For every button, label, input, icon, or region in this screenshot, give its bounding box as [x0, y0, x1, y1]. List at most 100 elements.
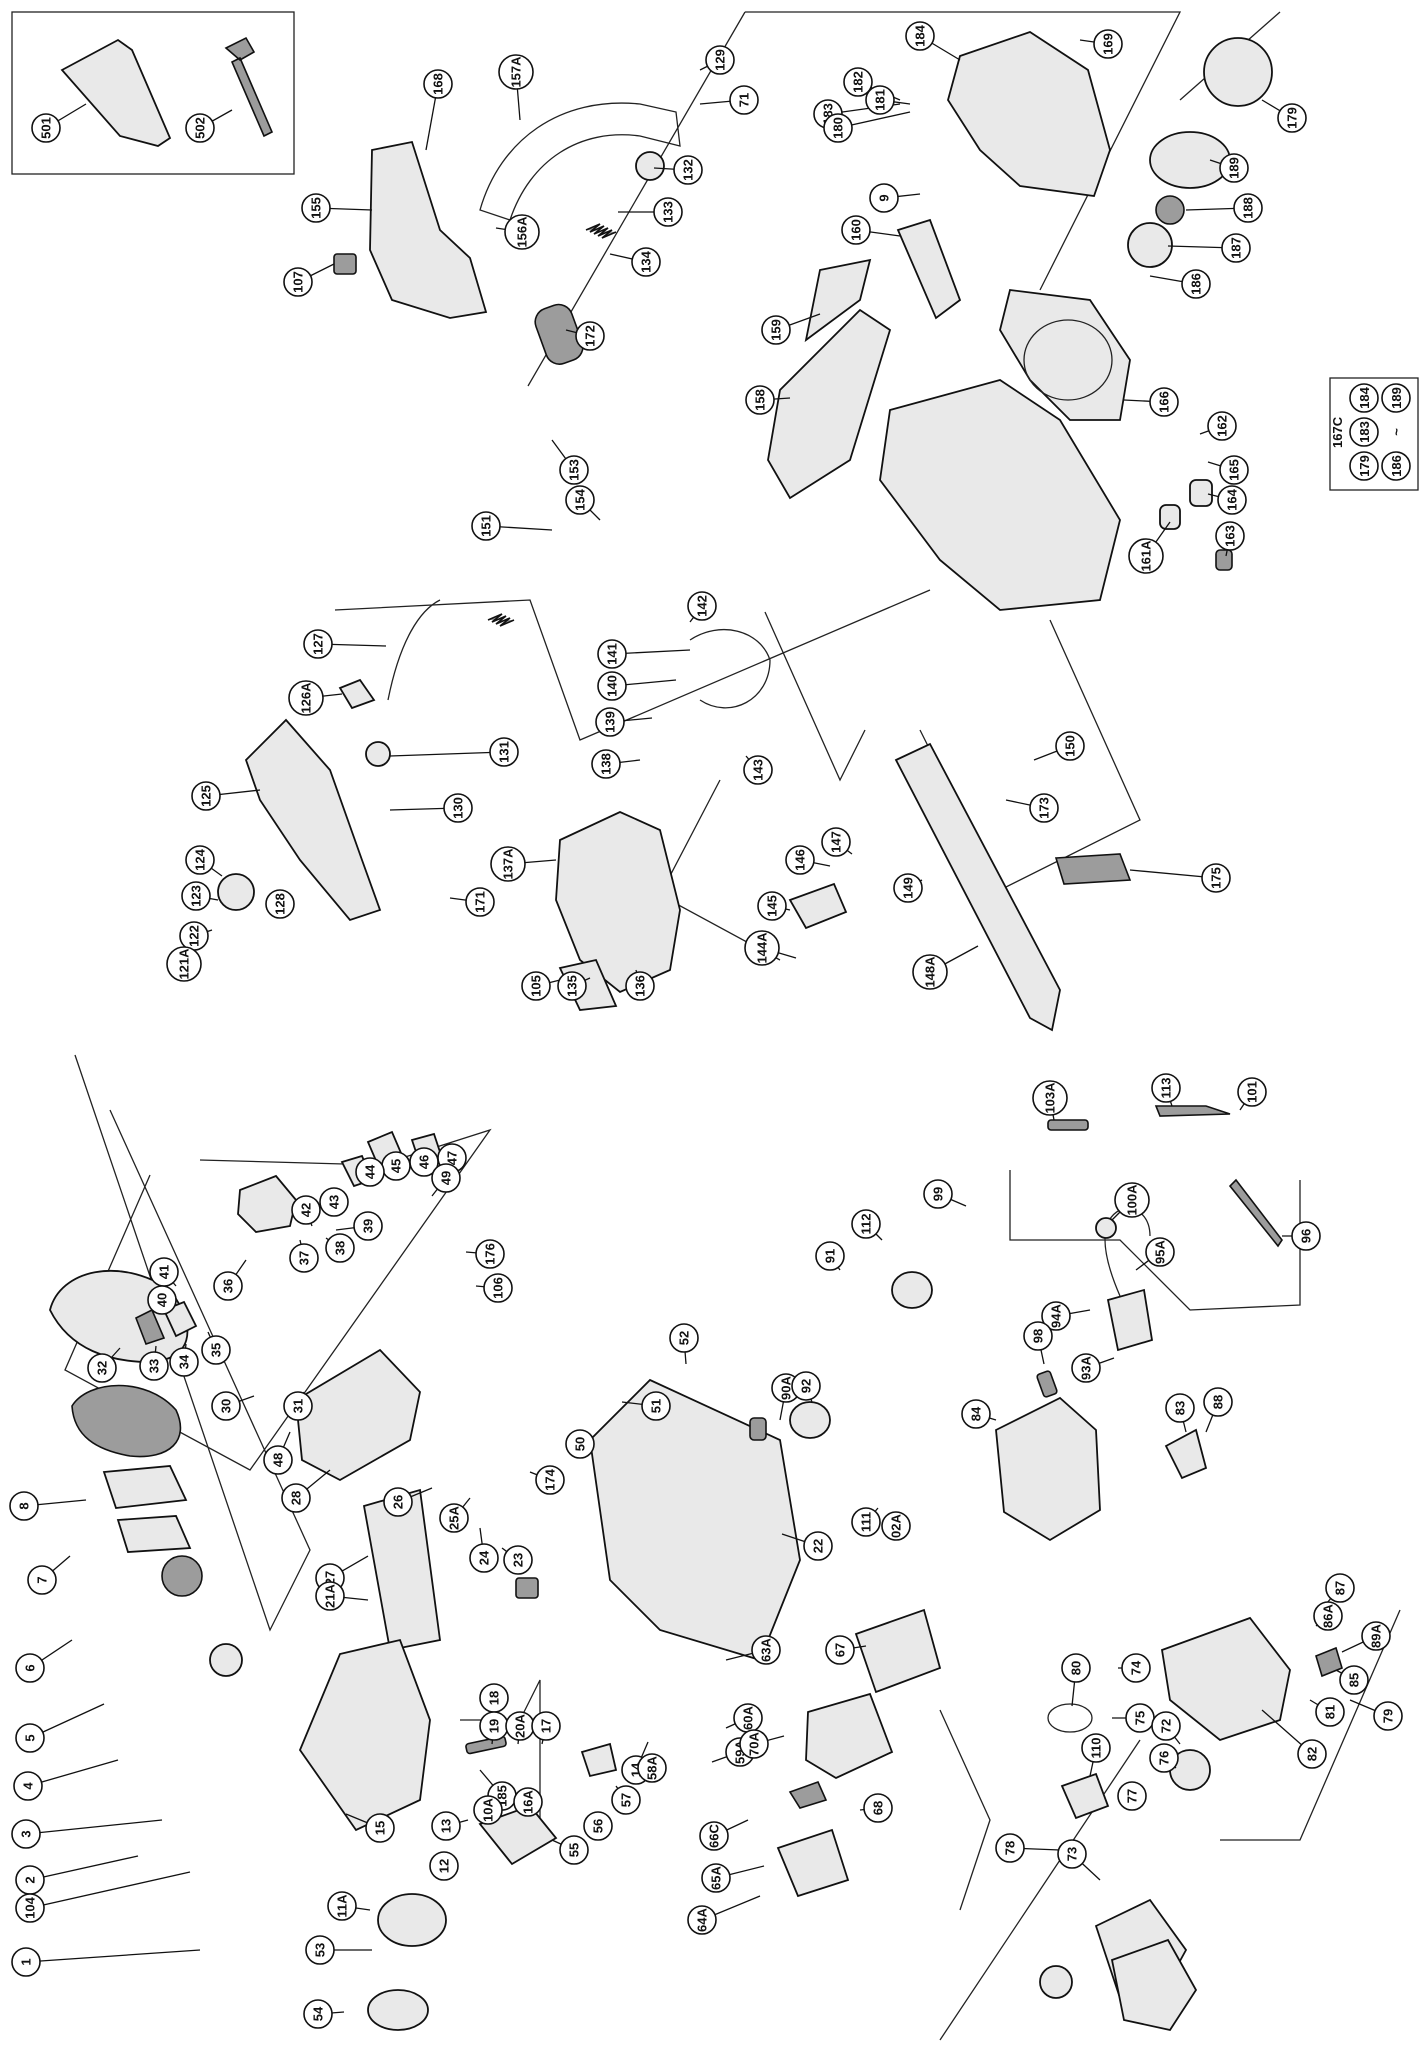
svg-text:~: ~: [1389, 428, 1404, 436]
callout-106: 106: [483, 1273, 513, 1303]
callout-number: 158: [753, 389, 768, 411]
callout-circle: [1071, 1353, 1101, 1383]
callout-circle: [865, 85, 895, 115]
clutch-cover-137a: [555, 811, 681, 994]
callout-circle: [1041, 1301, 1071, 1331]
callout-number: 124: [193, 848, 208, 870]
callout-number: 26: [391, 1495, 406, 1509]
tensioner-145: [788, 882, 848, 930]
callout-number: 8: [17, 1502, 32, 1509]
callout-501: 501: [31, 113, 61, 143]
fan-opening: [1023, 319, 1113, 401]
callout-95a: 95A: [1145, 1237, 1175, 1267]
callout-number: 55: [567, 1843, 582, 1857]
callout-circle: [31, 113, 61, 143]
callout-circle: [625, 971, 655, 1001]
callout-circle: [289, 1243, 319, 1273]
starter-pulley-187: [1127, 222, 1173, 268]
callout-55: 55: [559, 1835, 589, 1865]
callout-circle: [87, 1353, 117, 1383]
spring-134-mid: [487, 613, 515, 627]
callout-87: 87: [1325, 1573, 1355, 1603]
callout-circle: [745, 385, 775, 415]
rear-handle: [369, 140, 488, 319]
callout-circle: [699, 1821, 729, 1851]
callout-number: 160: [849, 219, 864, 241]
fixing-1: [209, 1643, 243, 1677]
callout-73: 73: [1057, 1839, 1087, 1869]
callout-71: 71: [729, 85, 759, 115]
callout-157a: 157A: [498, 54, 534, 90]
flywheel-magnet-88: [1315, 1646, 1343, 1678]
callout-number: 151: [479, 515, 494, 537]
filter-3: [161, 1555, 203, 1597]
callout-number: 2: [23, 1876, 38, 1883]
callout-number: 163: [1223, 525, 1238, 547]
callout-number: 7: [35, 1576, 50, 1583]
callout-circle: [825, 1635, 855, 1665]
callout-number: 180: [831, 117, 846, 139]
callout-circle: [905, 21, 935, 51]
callout-circle: [1217, 485, 1247, 515]
starter-group-frame: [820, 11, 1182, 291]
callout-181: 181: [865, 85, 895, 115]
callout-circle: [1023, 1321, 1053, 1351]
callout-circle: [291, 1195, 321, 1225]
callout-number: 52: [677, 1331, 692, 1345]
callout-65a: 65A: [701, 1863, 731, 1893]
callout-number: 83: [1173, 1401, 1188, 1415]
callout-number: 186: [1189, 273, 1204, 295]
kit-member-184: 184: [1349, 383, 1379, 413]
callout-circle: [1361, 1621, 1391, 1651]
callout-83: 83: [1165, 1393, 1195, 1423]
callout-86a: 86A: [1313, 1601, 1343, 1631]
callout-number: 32: [95, 1361, 110, 1375]
callout-circle: [169, 1347, 199, 1377]
callout-19: 19: [479, 1711, 509, 1741]
damper-131: [365, 741, 391, 767]
callout-number: 98: [1031, 1329, 1046, 1343]
gasket-90a: [749, 1417, 767, 1441]
callout-number: 16A: [521, 1789, 536, 1813]
callout-circle: [1237, 1077, 1267, 1107]
callout-circle: [1149, 387, 1179, 417]
callout-number: 6: [23, 1664, 38, 1671]
leader-line-3: [25, 1819, 163, 1835]
callout-circle: [761, 315, 791, 345]
callout-39: 39: [353, 1211, 383, 1241]
crankcase-77: [1110, 1938, 1198, 2032]
dust-cover-159: [804, 258, 872, 343]
callout-circle: [565, 1429, 595, 1459]
callout-number: 103A: [1043, 1082, 1058, 1114]
callout-circle: [687, 1905, 717, 1935]
callout-502: 502: [185, 113, 215, 143]
guide-bar-accessory: [60, 38, 172, 147]
callout-148a: 148A: [912, 954, 948, 990]
callout-149: 149: [893, 873, 923, 903]
callout-number: 86A: [1321, 1603, 1336, 1627]
callout-number: 31: [291, 1399, 306, 1413]
callout-circle: [881, 1511, 911, 1541]
callout-number: 133: [661, 201, 676, 223]
callout-circle: [1313, 1601, 1343, 1631]
callout-57: 57: [611, 1785, 641, 1815]
plug-cap-101: [1095, 1217, 1117, 1239]
callout-circle: [201, 1335, 231, 1365]
callout-number: 106: [491, 1277, 506, 1299]
callout-number: 73: [1065, 1847, 1080, 1861]
callout-162: 162: [1207, 411, 1237, 441]
callout-number: 18: [487, 1691, 502, 1705]
callout-number: 127: [311, 633, 326, 655]
anti-vibe-spring-172: [534, 303, 584, 365]
callout-91: 91: [815, 1241, 845, 1271]
callout-163: 163: [1215, 521, 1245, 551]
callout-circle: [521, 971, 551, 1001]
callout-circle: [743, 755, 773, 785]
callout-9: 9: [869, 183, 899, 213]
callout-number: 23: [511, 1553, 526, 1567]
callout-number: 90A: [779, 1375, 794, 1399]
crankcase-main: [879, 379, 1121, 611]
kit-box: 167C 179 183 184 186 ~ 189: [1330, 383, 1411, 481]
callout-189: 189: [1219, 153, 1249, 183]
callout-circle: [1121, 1653, 1151, 1683]
